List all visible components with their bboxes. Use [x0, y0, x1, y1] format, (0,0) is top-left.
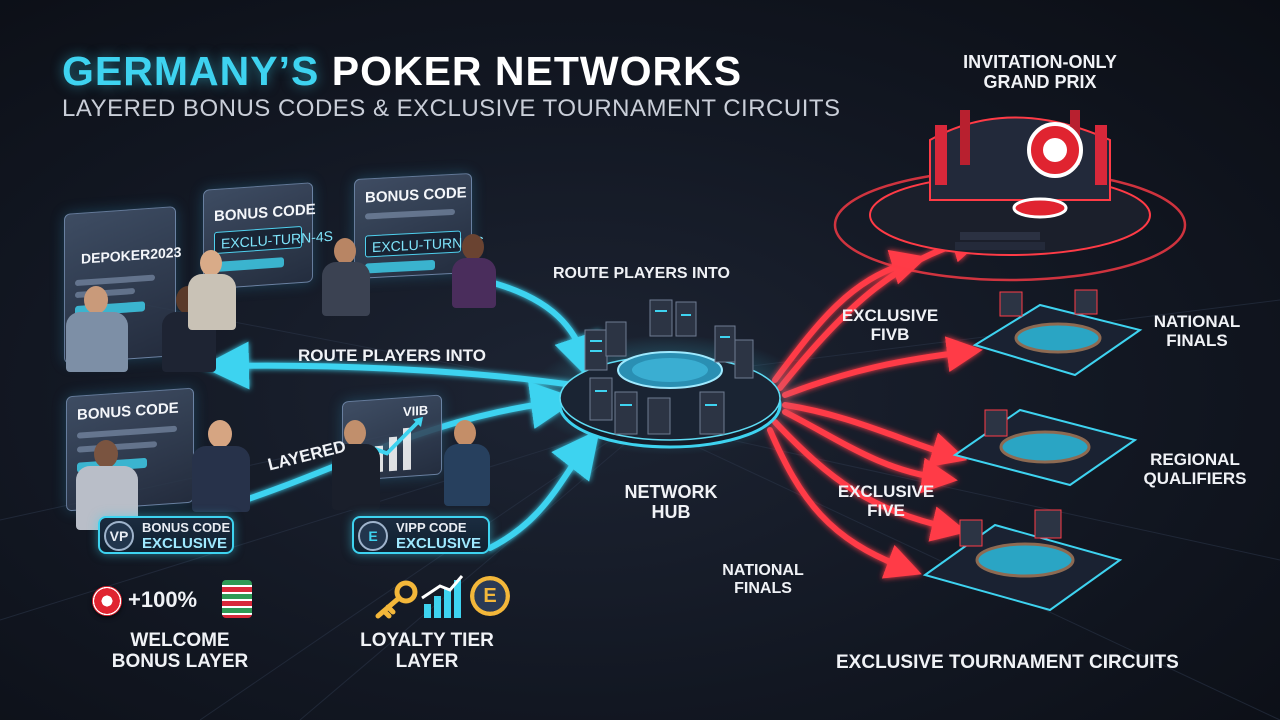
bonus-code-field: EXCLU-TURN-4S	[365, 230, 484, 258]
player-avatar-woman	[182, 250, 242, 330]
server-racks	[584, 299, 754, 435]
red-arrow-circuits	[767, 427, 922, 579]
player-avatar-beard	[318, 238, 374, 316]
cyan-arrow-top	[487, 279, 601, 383]
national-finals-low-label: NATIONAL FINALS	[708, 562, 818, 598]
national-line1: NATIONAL	[1153, 312, 1241, 331]
title-highlight: GERMANY’S	[62, 48, 320, 94]
tournament-circuits-footer: EXCLUSIVE TOURNAMENT CIRCUITS	[836, 652, 1179, 673]
exclusive-label-mid: EXCLUSIVE FIVE	[836, 482, 936, 520]
grand-line2: GRAND PRIX	[983, 72, 1097, 93]
panel-title: BONUS CODE	[77, 399, 179, 424]
exclusive-label-top: EXCLUSIVE FIVB	[840, 306, 940, 344]
red-arrow-grand-prix-1	[772, 249, 928, 383]
player-avatar-curly	[448, 234, 500, 308]
welcome-line2: BONUS LAYER	[111, 651, 249, 673]
server-lights	[590, 310, 730, 406]
chip-stack-icon	[222, 580, 252, 618]
loyalty-line2: LAYER	[395, 651, 459, 673]
title-rest: POKER NETWORKS	[331, 48, 743, 94]
poker-chip-icon	[92, 586, 122, 616]
table-regional-qualifiers	[952, 408, 1138, 487]
network-hub-platform	[530, 299, 810, 455]
route-players-label-top: ROUTE PLAYERS INTO	[553, 265, 730, 282]
shield-icon: E	[358, 521, 388, 551]
cyan-arrow-left	[201, 341, 583, 390]
route-players-label-left: ROUTE PLAYERS INTO	[298, 346, 486, 365]
coin-e-icon: E	[470, 576, 510, 616]
tournament-tables	[922, 289, 1143, 612]
player-avatar-vest	[440, 420, 494, 506]
national-low-line1: NATIONAL	[722, 562, 804, 579]
grand-prix-stage	[833, 110, 1187, 282]
badge-line1: BONUS CODE	[142, 520, 231, 535]
welcome-bonus-layer-label: WELCOME BONUS LAYER	[100, 630, 260, 673]
table-national-finals	[972, 289, 1143, 377]
hub-line2: HUB	[651, 502, 691, 523]
network-hub-label: NETWORK HUB	[616, 482, 726, 522]
bonus-code-exclusive-badge[interactable]: VP BONUS CODE EXCLUSIVE	[98, 516, 234, 554]
vipp-code-exclusive-badge[interactable]: E VIPP CODE EXCLUSIVE	[352, 516, 490, 554]
welcome-percent: +100%	[128, 587, 198, 612]
page-subtitle: LAYERED BONUS CODES & EXCLUSIVE TOURNAME…	[62, 95, 841, 122]
player-avatar-blazer	[188, 420, 254, 512]
exclusive-top-line2: FIVB	[870, 325, 910, 345]
welcome-line1: WELCOME	[130, 630, 230, 651]
shield-icon: VP	[104, 521, 134, 551]
regional-line2: QUALIFIERS	[1143, 469, 1247, 489]
national-low-line2: FINALS	[734, 579, 792, 597]
player-avatar-hoodie	[62, 282, 132, 372]
bar-chart-icon	[421, 575, 464, 618]
player-avatar-suit-2	[328, 420, 384, 510]
cyan-arrow-bottom	[487, 429, 600, 551]
red-arrow-national-low	[772, 419, 968, 542]
panel-title: BONUS CODE	[365, 184, 467, 207]
national-finals-label: NATIONAL FINALS	[1144, 312, 1250, 350]
regional-qualifiers-label: REGIONAL QUALIFIERS	[1136, 450, 1254, 488]
exclusive-mid-line2: FIVE	[867, 501, 905, 521]
grand-prix-label: INVITATION-ONLY GRAND PRIX	[955, 52, 1125, 92]
panel-title: BONUS CODE	[214, 200, 316, 226]
footer-rest: TOURNAMENT CIRCUITS	[948, 652, 1179, 673]
loyalty-tier-layer-label: LOYALTY TIER LAYER	[352, 630, 502, 673]
loyalty-line1: LOYALTY TIER	[360, 630, 494, 651]
table-lower-circuit	[922, 509, 1123, 612]
regional-line1: REGIONAL	[1150, 450, 1240, 469]
page-title: GERMANY’S POKER NETWORKS	[62, 48, 742, 95]
exclusive-mid-line1: EXCLUSIVE	[837, 482, 935, 501]
red-arrow-regional-2	[782, 409, 958, 494]
badge-line2: EXCLUSIVE	[396, 535, 482, 552]
bonus-code-field: DEPOKER2023	[81, 243, 182, 267]
exclusive-top-line1: EXCLUSIVE	[841, 306, 939, 325]
badge-line1: VIPP CODE	[396, 520, 467, 535]
key-icon	[375, 580, 418, 619]
footer-exclusive: EXCLUSIVE	[836, 652, 944, 673]
red-arrow-regional-1	[782, 402, 968, 468]
national-line2: FINALS	[1166, 331, 1228, 351]
hub-line1: NETWORK	[624, 482, 718, 502]
badge-line2: EXCLUSIVE	[142, 535, 228, 552]
grand-line1: INVITATION-ONLY	[963, 52, 1117, 72]
